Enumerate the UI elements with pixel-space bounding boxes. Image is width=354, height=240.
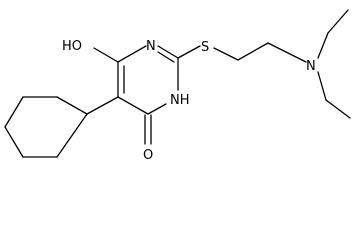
- bond-n3-c4: [147, 103, 167, 115]
- bond-n-ethyl1-b: [327, 9, 349, 34]
- ring-nitrogen-top-label: N: [146, 39, 156, 54]
- bond-c6-oh: [93, 47, 119, 63]
- bond-cy-6: [56, 113, 88, 158]
- bond-cy-3: [4, 96, 24, 128]
- bond-c2-s: [177, 45, 201, 59]
- bond-cy-1: [56, 96, 88, 115]
- bonds: [4, 9, 351, 158]
- bond-n-ethyl1-a: [317, 32, 329, 59]
- bond-c6-n1: [117, 45, 147, 63]
- atom-labels: HO N S N NH O: [62, 39, 316, 163]
- bond-s-ch2: [213, 47, 239, 61]
- bond-ch2-n: [267, 42, 307, 63]
- bond-n1-c2: [157, 45, 179, 59]
- bond-c5-cyclohexyl: [86, 96, 119, 115]
- bond-n1-c2-double: [157, 51, 175, 63]
- bond-cy-4: [4, 126, 24, 158]
- bond-ch2-ch2: [237, 42, 269, 61]
- hydroxyl-label: HO: [62, 39, 82, 54]
- ring-nh-label: NH: [170, 93, 190, 108]
- bond-c4-c5: [117, 96, 149, 115]
- molecule-diagram: HO N S N NH O: [4, 9, 351, 163]
- carbonyl-oxygen-label: O: [143, 148, 153, 163]
- structure-canvas: HO N S N NH O: [4, 9, 351, 163]
- bond-n-ethyl2-b: [325, 99, 351, 119]
- sulfur-label: S: [201, 40, 209, 55]
- bond-n-ethyl2-a: [317, 71, 327, 101]
- amine-nitrogen-label: N: [306, 59, 316, 74]
